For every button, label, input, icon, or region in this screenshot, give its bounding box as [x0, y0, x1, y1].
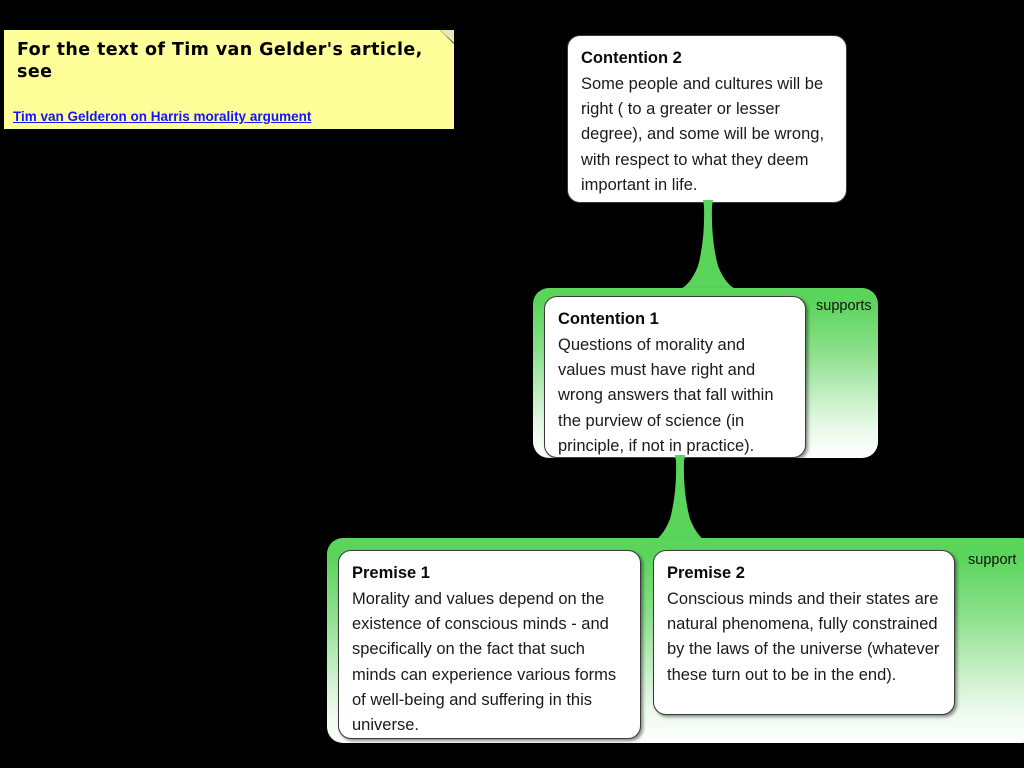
- contention-1-support-label: supports: [816, 298, 872, 314]
- connector-contention1-to-contention2: [678, 200, 738, 292]
- premise-1-body: Morality and values depend on the existe…: [352, 590, 617, 734]
- premise-1-card[interactable]: Premise 1 Morality and values depend on …: [338, 550, 641, 739]
- contention-2-card[interactable]: Contention 2 Some people and cultures wi…: [567, 35, 847, 203]
- contention-2-body: Some people and cultures will be right (…: [581, 75, 825, 194]
- supports-arrow-icon: [650, 455, 710, 545]
- connector-premises-to-contention1: [650, 455, 710, 545]
- contention-1-title: Contention 1: [558, 310, 659, 328]
- premise-2-title: Premise 2: [667, 564, 745, 582]
- premise-1-title: Premise 1: [352, 564, 430, 582]
- premise-2-card[interactable]: Premise 2 Conscious minds and their stat…: [653, 550, 955, 715]
- contention-1-body: Questions of morality and values must ha…: [558, 336, 774, 455]
- contention-1-card[interactable]: Contention 1 Questions of morality and v…: [544, 296, 806, 458]
- premise2.body_placeholder: Conscious minds and their states are nat…: [667, 590, 940, 684]
- note-link[interactable]: Tim van Gelderon on Harris morality argu…: [13, 109, 312, 124]
- page-fold-corner-icon: [440, 30, 454, 44]
- supports-arrow-icon: [678, 200, 738, 292]
- premise-support-label: support: [968, 552, 1017, 568]
- contention-2-title: Contention 2: [581, 49, 682, 67]
- sticky-note[interactable]: For the text of Tim van Gelder's article…: [4, 30, 454, 129]
- note-heading: For the text of Tim van Gelder's article…: [17, 40, 423, 82]
